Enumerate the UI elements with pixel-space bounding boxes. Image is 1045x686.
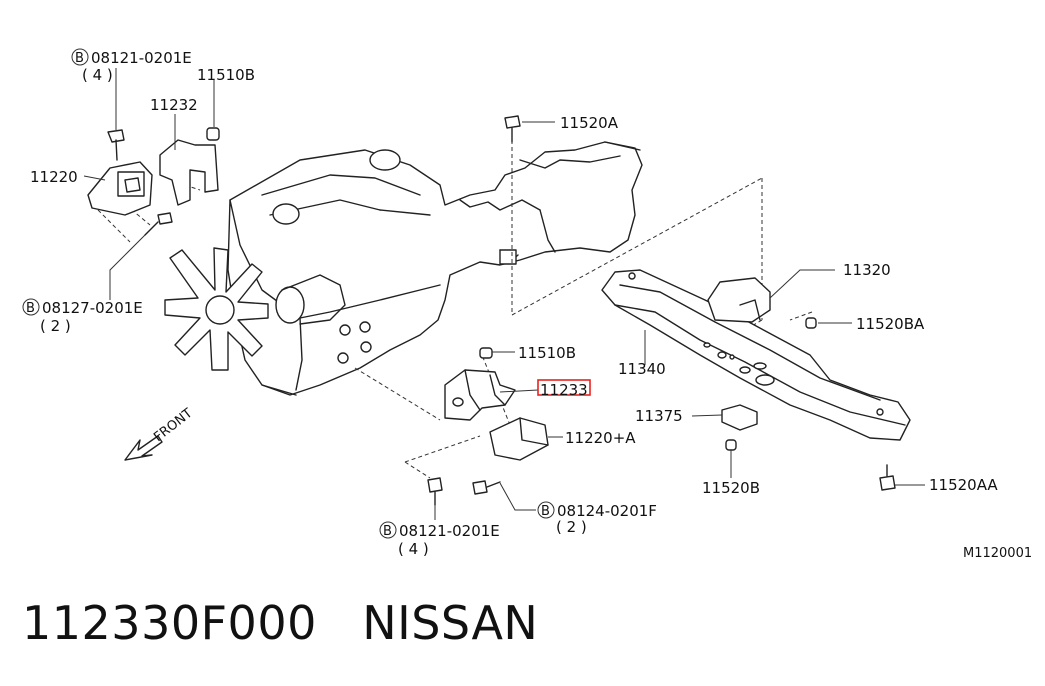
highlight-box xyxy=(537,379,591,396)
callout-11520ba: 11520BA xyxy=(856,315,925,333)
callout-11232: 11232 xyxy=(150,96,198,114)
bolt-marker-icon: B xyxy=(71,48,89,66)
callout-11510b-right: 11510B xyxy=(518,344,576,362)
callout-08121-0201e-top: 08121-0201E xyxy=(91,49,192,67)
callout-11520a: 11520A xyxy=(560,114,619,132)
part-number: 112330F000 xyxy=(22,596,317,650)
callout-08121-0201e-bottom: 08121-0201E xyxy=(399,522,500,540)
right-mount-drawing xyxy=(427,347,549,506)
brand-name: NISSAN xyxy=(362,596,539,650)
svg-text:B: B xyxy=(26,301,35,316)
callout-qty-right: ( 2 ) xyxy=(556,518,587,536)
callout-qty-top: ( 4 ) xyxy=(82,66,113,84)
callout-qty-left: ( 2 ) xyxy=(40,317,71,335)
callout-08124-0201f: 08124-0201F xyxy=(557,502,657,520)
callout-11220: 11220 xyxy=(30,168,78,186)
parts-diagram: FRONT B 08121-0201E ( 4 ) 11510B 11232 1… xyxy=(22,48,1032,561)
callout-11233[interactable]: 11233 xyxy=(540,381,588,399)
callout-11220-a: 11220+A xyxy=(565,429,636,447)
leader-lines xyxy=(83,68,925,520)
callout-11520b: 11520B xyxy=(702,479,760,497)
front-arrow-icon: FRONT xyxy=(124,406,196,461)
bolt-marker-icon: B xyxy=(379,521,397,539)
transmission-bolt-drawing xyxy=(504,115,521,143)
svg-text:B: B xyxy=(383,524,392,539)
callout-11520aa: 11520AA xyxy=(929,476,998,494)
engine-drawing xyxy=(164,141,643,396)
svg-text:B: B xyxy=(541,504,550,519)
callout-11320: 11320 xyxy=(843,261,891,279)
bolt-marker-icon: B xyxy=(537,501,555,519)
svg-text:B: B xyxy=(75,51,84,66)
callout-11375: 11375 xyxy=(635,407,683,425)
callout-qty-bottom: ( 4 ) xyxy=(398,540,429,558)
crossmember-drawing xyxy=(601,269,911,491)
callout-11340: 11340 xyxy=(618,360,666,378)
guide-lines xyxy=(97,140,813,479)
figure-code: M1120001 xyxy=(963,546,1032,561)
callout-labels: B 08121-0201E ( 4 ) 11510B 11232 11220 B… xyxy=(22,48,1032,561)
front-label: FRONT xyxy=(151,406,195,445)
callout-11510b-top: 11510B xyxy=(197,66,255,84)
callout-08127-0201e: 08127-0201E xyxy=(42,299,143,317)
part-caption: 112330F000 NISSAN xyxy=(22,596,538,650)
bolt-marker-icon: B xyxy=(22,298,40,316)
left-mount-drawing xyxy=(87,127,220,236)
